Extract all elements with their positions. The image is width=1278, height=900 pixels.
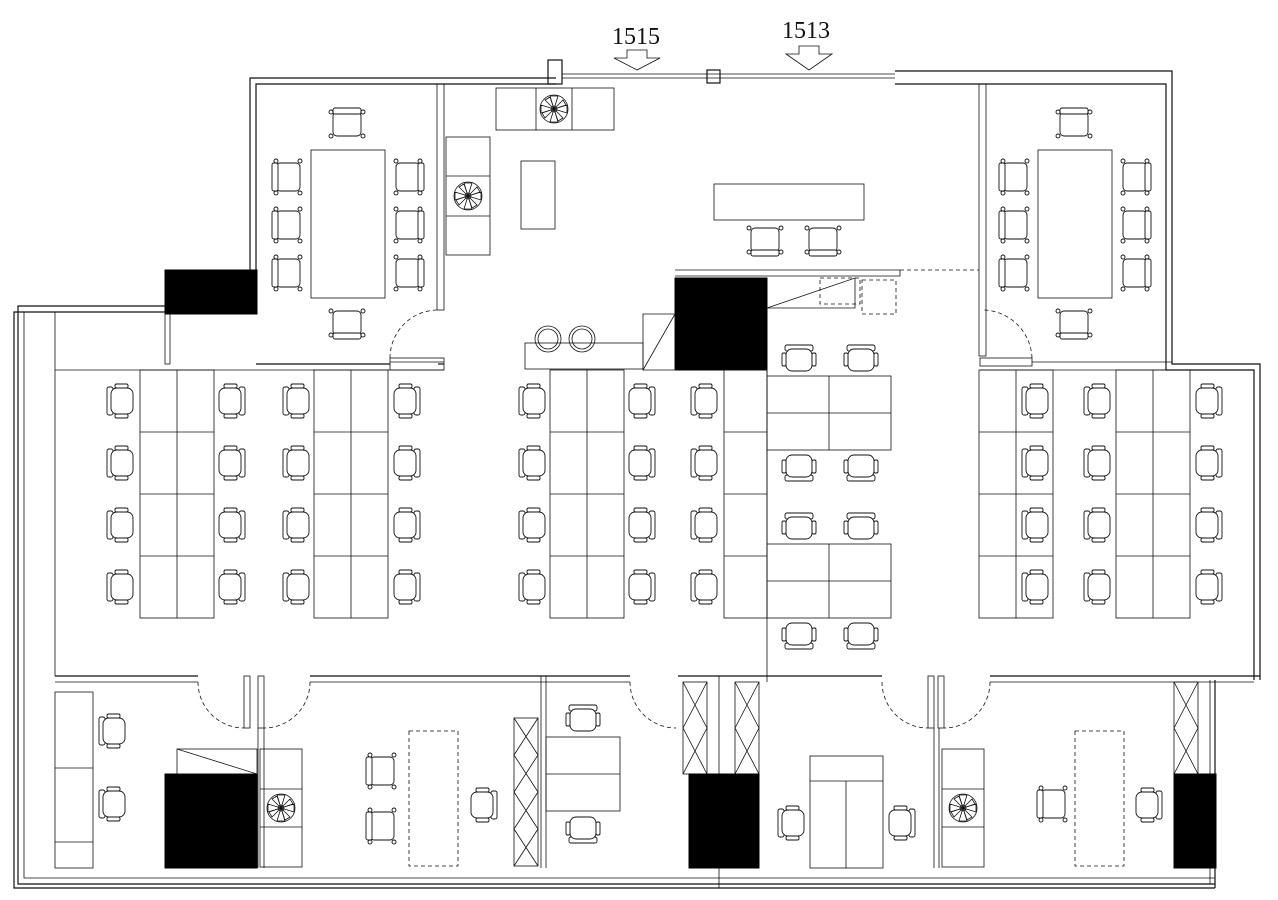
bottom-rooms xyxy=(54,675,1260,869)
chair xyxy=(393,569,421,605)
chair xyxy=(1083,445,1111,481)
chair xyxy=(518,383,546,419)
chair xyxy=(1021,507,1049,543)
chair xyxy=(1083,569,1111,605)
chair xyxy=(1195,507,1223,543)
chair xyxy=(106,445,134,481)
chair xyxy=(106,383,134,419)
meeting-room-left xyxy=(164,83,445,371)
chair xyxy=(518,445,546,481)
chair xyxy=(282,569,310,605)
chair xyxy=(518,507,546,543)
chair xyxy=(628,445,656,481)
chair xyxy=(628,507,656,543)
chair xyxy=(282,383,310,419)
chair xyxy=(1021,569,1049,605)
workstation-chairs xyxy=(106,383,1223,605)
entrance-arrow-icon xyxy=(613,49,661,71)
chair xyxy=(393,507,421,543)
chair xyxy=(218,445,246,481)
chair xyxy=(282,445,310,481)
reception-area xyxy=(445,87,901,371)
chair xyxy=(628,569,656,605)
chair xyxy=(218,383,246,419)
chair xyxy=(1083,507,1111,543)
chair xyxy=(1021,383,1049,419)
chair xyxy=(690,383,718,419)
chair xyxy=(1083,383,1111,419)
chair xyxy=(1195,569,1223,605)
desk-cluster-center xyxy=(766,344,892,650)
chair xyxy=(1195,445,1223,481)
chair xyxy=(106,507,134,543)
entrance-1513: 1513 xyxy=(782,18,834,71)
chair xyxy=(218,507,246,543)
chair xyxy=(518,569,546,605)
chair xyxy=(690,445,718,481)
chair xyxy=(218,569,246,605)
chair xyxy=(106,569,134,605)
chair xyxy=(1195,383,1223,419)
chair xyxy=(393,383,421,419)
workstation-desks xyxy=(139,369,1191,619)
chair xyxy=(393,445,421,481)
entrance-label: 1515 xyxy=(612,24,660,50)
chair xyxy=(690,569,718,605)
entrance-arrow-icon xyxy=(784,45,834,71)
meeting-room-right xyxy=(900,83,1172,367)
chair xyxy=(628,383,656,419)
entrance-label: 1513 xyxy=(782,18,830,44)
chair xyxy=(1021,445,1049,481)
chair xyxy=(282,507,310,543)
entrance-1515: 1515 xyxy=(612,24,661,71)
chair xyxy=(690,507,718,543)
open-office xyxy=(54,312,1254,676)
